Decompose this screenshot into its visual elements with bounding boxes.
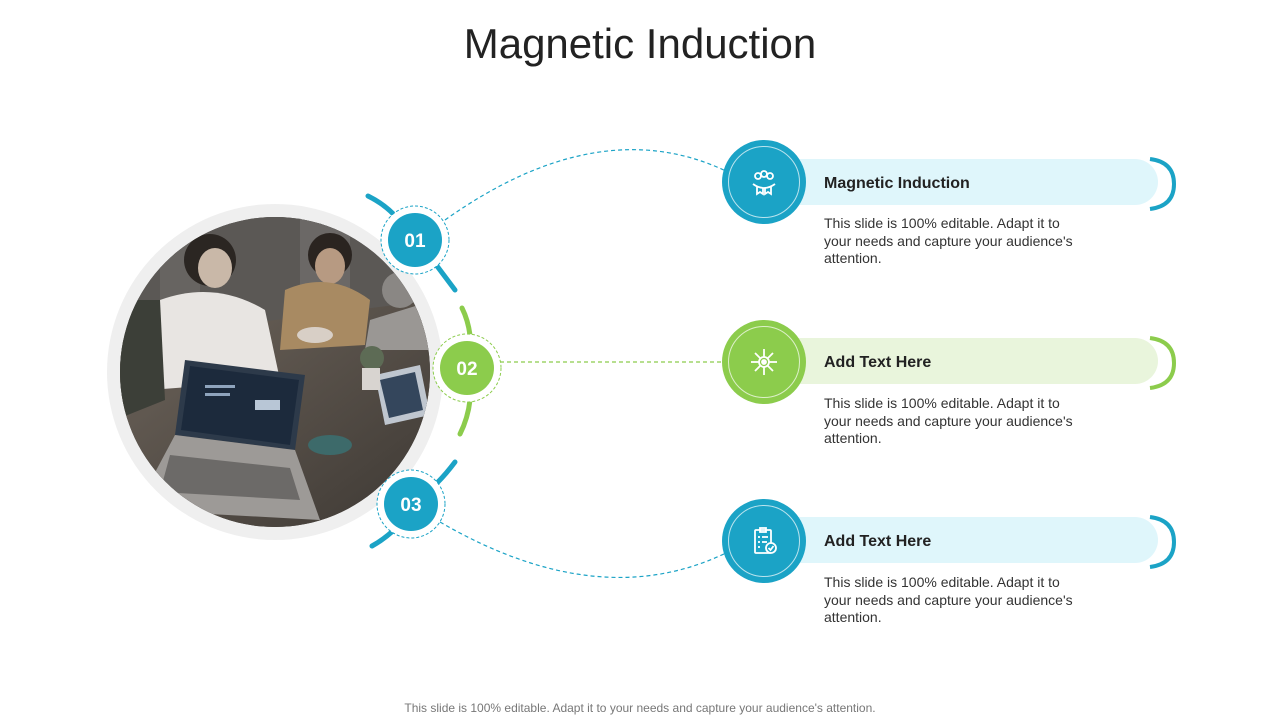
footer-note: This slide is 100% editable. Adapt it to… — [404, 701, 876, 715]
badge-02-arcs — [457, 305, 473, 437]
step-02-heading: Add Text Here — [824, 354, 932, 371]
badge-03-circle — [384, 477, 438, 531]
step-02-description: This slide is 100% editable. Adapt it to… — [824, 395, 1073, 446]
team-award-icon — [752, 170, 776, 196]
connector-line-03 — [439, 521, 729, 579]
pill-02-edge — [1149, 336, 1177, 390]
team-meeting-photo — [120, 217, 430, 527]
badge-02-circle — [440, 341, 494, 395]
connector-line-01 — [444, 149, 729, 221]
step-02-pill — [760, 338, 1158, 384]
pill-03-edge — [1149, 515, 1177, 569]
step-02-icon-circle — [722, 320, 806, 404]
badge-02-number: 02 — [456, 359, 477, 380]
step-01-description: This slide is 100% editable. Adapt it to… — [824, 215, 1073, 266]
clipboard-checklist-icon — [754, 527, 777, 554]
step-01-pill — [760, 159, 1158, 205]
step-03-icon-circle — [722, 499, 806, 583]
step-01-icon-circle — [722, 140, 806, 224]
step-03-pill — [760, 517, 1158, 563]
step-03-description: This slide is 100% editable. Adapt it to… — [824, 574, 1073, 625]
step-01-heading: Magnetic Induction — [824, 175, 970, 192]
badge-01-circle — [388, 213, 442, 267]
badge-01-number: 01 — [404, 231, 426, 252]
page-title: Magnetic Induction — [463, 20, 817, 67]
badge-03-number: 03 — [400, 495, 421, 516]
step-03-heading: Add Text Here — [824, 533, 932, 550]
network-hub-icon — [751, 349, 777, 375]
pill-01-edge — [1149, 157, 1177, 211]
